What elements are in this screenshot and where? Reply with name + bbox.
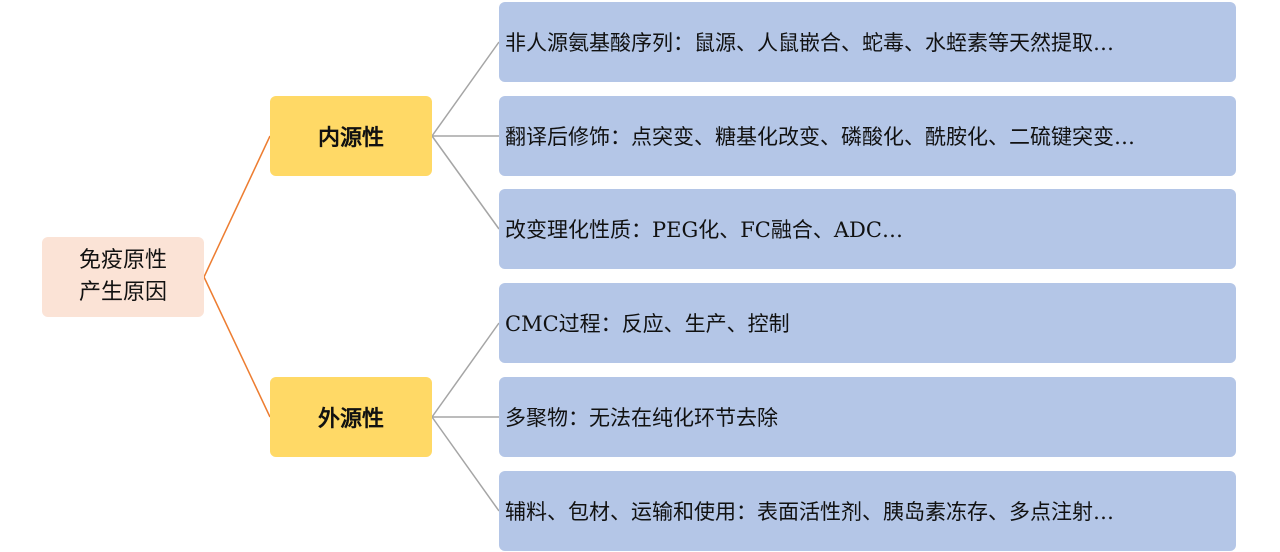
connector-root-to-exogenous [203, 276, 271, 418]
connector-endogenous-to-item-1 [431, 41, 500, 137]
leaf-label: CMC过程：反应、生产、控制 [505, 312, 790, 336]
leaf-label: 多聚物：无法在纯化环节去除 [505, 406, 778, 430]
connector-root-to-endogenous [203, 135, 271, 278]
leaf-label: 改变理化性质：PEG化、FC融合、ADC… [505, 218, 903, 242]
root-label-line-1: 免疫原性 [78, 248, 167, 273]
leaf-node-endogenous-3: 改变理化性质：PEG化、FC融合、ADC… [499, 189, 1236, 269]
category-node-endogenous: 内源性 [270, 96, 432, 176]
connector-exogenous-to-item-3 [431, 416, 500, 512]
category-label-endogenous: 内源性 [317, 125, 384, 151]
leaf-node-exogenous-3: 辅料、包材、运输和使用：表面活性剂、胰岛素冻存、多点注射… [499, 471, 1236, 551]
root-node: 免疫原性 产生原因 [42, 237, 204, 317]
leaf-label: 非人源氨基酸序列：鼠源、人鼠嵌合、蛇毒、水蛭素等天然提取… [505, 31, 1114, 55]
leaf-node-endogenous-1: 非人源氨基酸序列：鼠源、人鼠嵌合、蛇毒、水蛭素等天然提取… [499, 2, 1236, 82]
connector-endogenous-to-item-3 [431, 135, 500, 230]
connector-exogenous-to-item-1 [431, 322, 500, 418]
root-label-line-2: 产生原因 [78, 280, 167, 305]
leaf-node-exogenous-1: CMC过程：反应、生产、控制 [499, 283, 1236, 363]
leaf-node-endogenous-2: 翻译后修饰：点突变、糖基化改变、磷酸化、酰胺化、二硫键突变… [499, 96, 1236, 176]
leaf-label: 翻译后修饰：点突变、糖基化改变、磷酸化、酰胺化、二硫键突变… [505, 125, 1135, 149]
leaf-node-exogenous-2: 多聚物：无法在纯化环节去除 [499, 377, 1236, 457]
category-label-exogenous: 外源性 [317, 406, 384, 432]
category-node-exogenous: 外源性 [270, 377, 432, 457]
leaf-label: 辅料、包材、运输和使用：表面活性剂、胰岛素冻存、多点注射… [505, 500, 1114, 524]
